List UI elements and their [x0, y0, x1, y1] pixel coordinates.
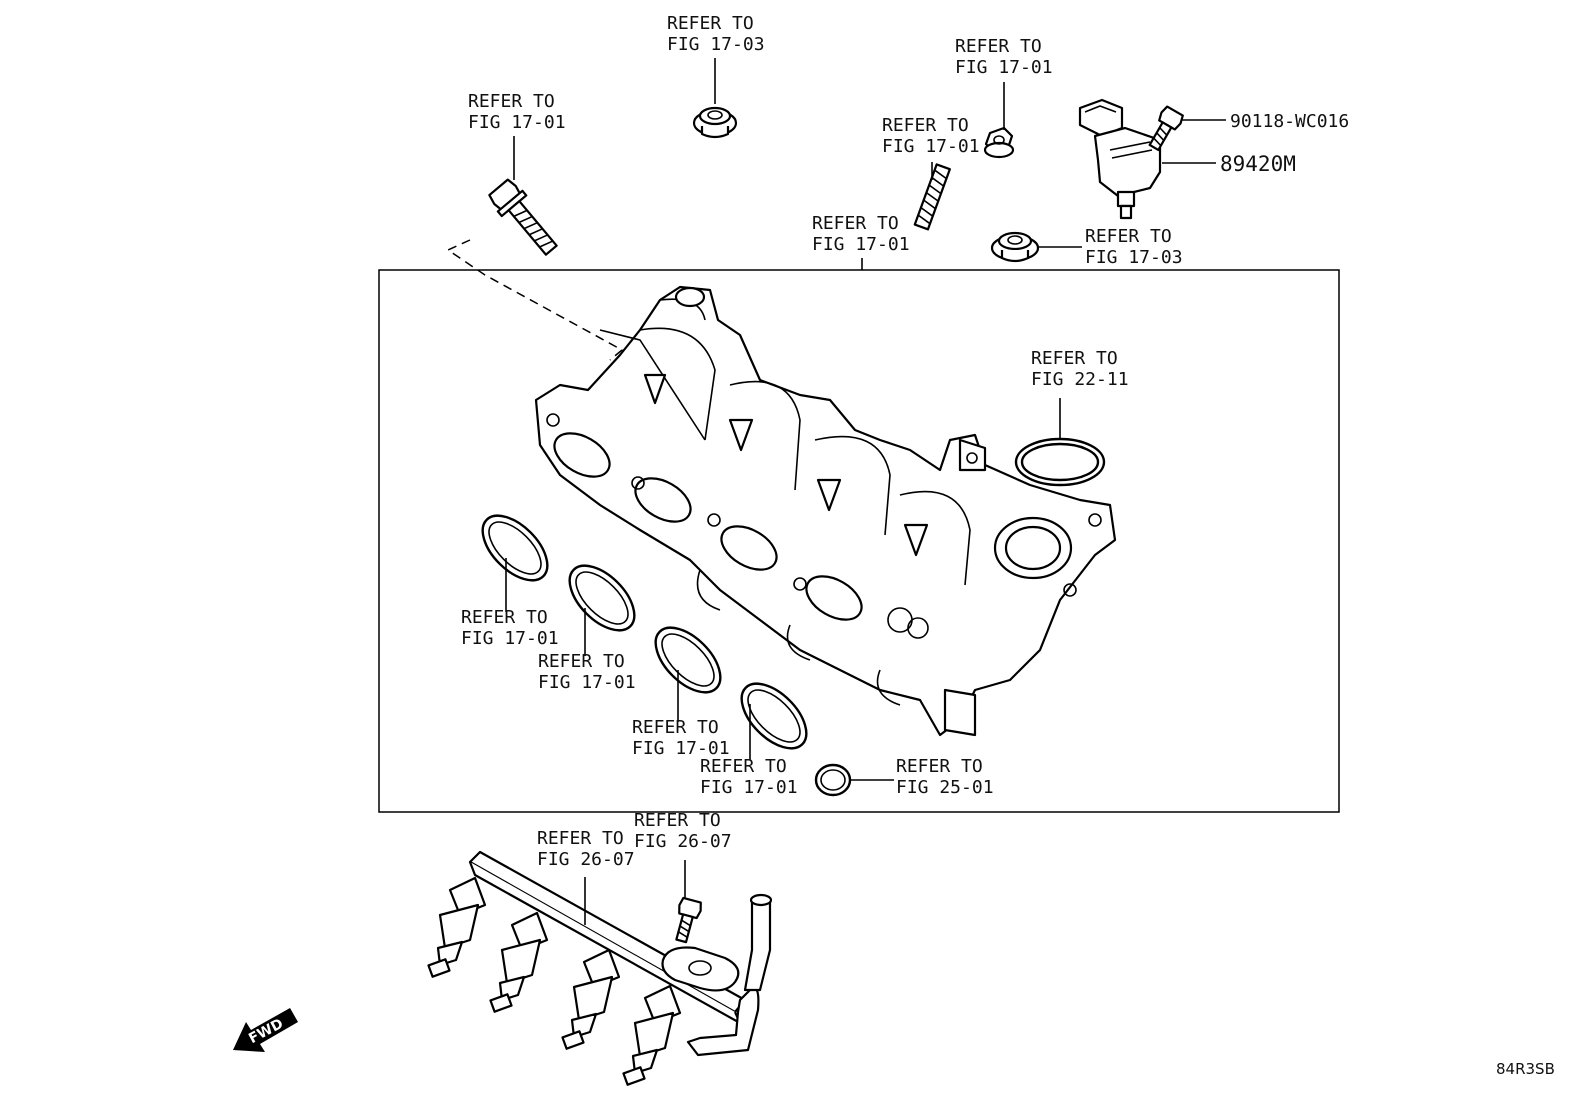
- callout-line-2: FIG 25-01: [896, 777, 994, 798]
- stud-bolt[interactable]: [913, 163, 951, 231]
- pressure-sensor[interactable]: [1078, 98, 1162, 220]
- callout-line-1: REFER TO: [634, 810, 721, 831]
- grommet-right[interactable]: [990, 231, 1040, 263]
- callout-line-1: REFER TO: [1085, 226, 1172, 247]
- manifold-bolt[interactable]: [486, 177, 563, 260]
- callout-grommet-top: REFER TO FIG 17-03: [667, 13, 765, 55]
- callout-line-1: REFER TO: [896, 756, 983, 777]
- callout-stud: REFER TO FIG 17-01: [882, 115, 980, 157]
- bolt-install-path: [446, 239, 624, 361]
- grommet-top[interactable]: [692, 106, 738, 139]
- callout-line-2: FIG 17-03: [667, 34, 765, 55]
- callout-line-1: REFER TO: [700, 756, 787, 777]
- callout-line-1: REFER TO: [667, 13, 754, 34]
- callout-bolt-top-left: REFER TO FIG 17-01: [468, 91, 566, 133]
- callout-small-oring: REFER TO FIG 25-01: [896, 756, 994, 798]
- throttle-body-gasket[interactable]: [1014, 437, 1106, 487]
- flange-nut[interactable]: [983, 126, 1015, 159]
- manifold-assembly-frame: [378, 269, 1340, 813]
- callout-line-2: FIG 17-01: [468, 112, 566, 133]
- callout-line-2: FIG 17-01: [461, 628, 559, 649]
- forward-direction-arrow: FWD: [233, 1008, 298, 1052]
- diagram-code: 84R3SB: [1496, 1060, 1555, 1078]
- callout-port-gasket-1: REFER TO FIG 17-01: [461, 607, 559, 649]
- fuel-rail-bolt[interactable]: [671, 896, 703, 944]
- intake-manifold[interactable]: [534, 285, 1117, 737]
- callout-line-2: FIG 17-01: [812, 234, 910, 255]
- callout-port-gasket-4: REFER TO FIG 17-01: [700, 756, 798, 798]
- port-gasket-3[interactable]: [644, 616, 732, 704]
- callout-line-2: FIG 17-01: [700, 777, 798, 798]
- callout-line-1: REFER TO: [538, 651, 625, 672]
- port-gasket-4[interactable]: [730, 672, 818, 760]
- callout-line-1: REFER TO: [882, 115, 969, 136]
- callout-line-1: REFER TO: [812, 213, 899, 234]
- callout-line-1: REFER TO: [461, 607, 548, 628]
- callout-line-1: REFER TO: [1031, 348, 1118, 369]
- callout-line-1: REFER TO: [955, 36, 1042, 57]
- callout-nut-top: REFER TO FIG 17-01: [955, 36, 1053, 78]
- callout-line-1: REFER TO: [468, 91, 555, 112]
- callout-manifold: REFER TO FIG 17-01: [812, 213, 910, 255]
- callout-port-gasket-2: REFER TO FIG 17-01: [538, 651, 636, 693]
- callout-line-2: FIG 17-01: [538, 672, 636, 693]
- callout-line-2: FIG 17-01: [955, 57, 1053, 78]
- small-o-ring[interactable]: [814, 763, 852, 797]
- port-gasket-2[interactable]: [558, 554, 646, 642]
- sensor-bolt[interactable]: [1144, 105, 1184, 153]
- port-gasket-1[interactable]: [471, 504, 559, 592]
- callout-line-1: REFER TO: [537, 828, 624, 849]
- fuel-rail-assembly[interactable]: [427, 850, 773, 1086]
- callout-line-2: FIG 26-07: [634, 831, 732, 852]
- callout-port-gasket-3: REFER TO FIG 17-01: [632, 717, 730, 759]
- part-number-sensor-bolt: 90118-WC016: [1230, 111, 1349, 132]
- callout-line-1: REFER TO: [632, 717, 719, 738]
- callout-line-2: FIG 22-11: [1031, 369, 1129, 390]
- callout-grommet-right: REFER TO FIG 17-03: [1085, 226, 1183, 268]
- callout-line-2: FIG 17-03: [1085, 247, 1183, 268]
- callout-line-2: FIG 26-07: [537, 849, 635, 870]
- part-number-pressure-sensor: 89420M: [1220, 152, 1296, 176]
- callout-line-2: FIG 17-01: [632, 738, 730, 759]
- callout-throttle-gasket: REFER TO FIG 22-11: [1031, 348, 1129, 390]
- callout-fuel-rail: REFER TO FIG 26-07: [537, 828, 635, 870]
- callout-rail-bolt: REFER TO FIG 26-07: [634, 810, 732, 852]
- callout-line-2: FIG 17-01: [882, 136, 980, 157]
- forward-label: FWD: [246, 1016, 286, 1047]
